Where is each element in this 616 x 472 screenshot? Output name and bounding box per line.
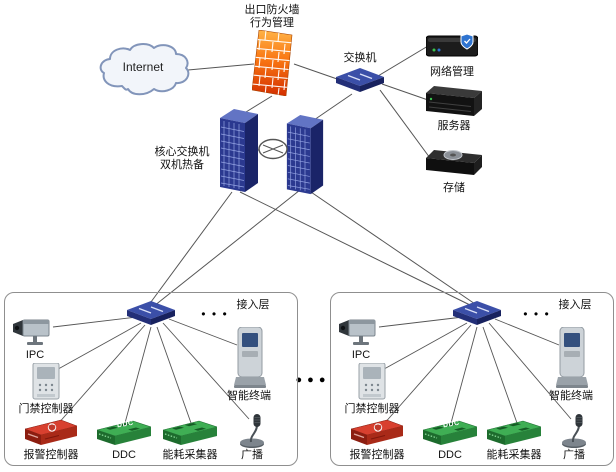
network-management-icon <box>426 30 478 62</box>
ddc-icon: DDC <box>423 417 477 449</box>
access-switch-icon <box>453 301 501 329</box>
core-switch-label-line2: 双机热备 <box>160 159 204 171</box>
ddc-icon: DDC <box>97 417 151 449</box>
alarm-controller-label: 报警控制器 <box>349 449 405 461</box>
ipc-label: IPC <box>351 349 371 361</box>
energy-collector-icon <box>487 417 541 449</box>
switch-label: 交换机 <box>343 52 377 64</box>
firewall-label: 出口防火墙 行为管理 <box>226 4 318 30</box>
energy-collector-label: 能耗采集器 <box>162 449 218 461</box>
core-switch-label: 核心交换机 双机热备 <box>144 146 220 172</box>
smart-terminal-icon <box>233 327 267 389</box>
energy-collector-label: 能耗采集器 <box>486 449 542 461</box>
ddc-label: DDC <box>438 449 462 461</box>
energy-collector-icon <box>163 417 217 449</box>
access-layer-group-1: 接入层 ● ● ● IPC 智能终端 门禁控制器 报警控制器 DDC DDC 能… <box>4 292 298 466</box>
door-controller-label: 门禁控制器 <box>18 403 74 415</box>
access-switch-icon <box>127 301 175 329</box>
broadcast-mic-icon <box>559 411 589 449</box>
firewall-label-line2: 行为管理 <box>250 17 294 29</box>
broadcast-label: 广播 <box>563 449 585 461</box>
switch-icon <box>336 68 384 96</box>
door-controller-label: 门禁控制器 <box>344 403 400 415</box>
firewall-icon <box>252 30 294 96</box>
ha-link-icon <box>257 137 289 161</box>
alarm-controller-label: 报警控制器 <box>23 449 79 461</box>
access-layer-group-2: 接入层 ● ● ● IPC 智能终端 门禁控制器 报警控制器 DDC DDC 能… <box>330 292 614 466</box>
core-switch-1-icon <box>218 108 260 194</box>
ipc-camera-icon <box>13 315 57 347</box>
ipc-label: IPC <box>25 349 45 361</box>
firewall-label-line1: 出口防火墙 <box>244 4 300 16</box>
network-management-label: 网络管理 <box>430 66 474 78</box>
alarm-controller-icon <box>25 417 77 449</box>
storage-label: 存储 <box>443 182 465 194</box>
internet-label: Internet <box>122 60 164 74</box>
more-devices-dots: ● ● ● <box>523 309 551 318</box>
storage-icon <box>426 144 482 180</box>
core-switch-2-icon <box>284 114 326 196</box>
group-separator-dots: ● ● ● <box>295 374 327 386</box>
ddc-label: DDC <box>112 449 136 461</box>
alarm-controller-icon <box>351 417 403 449</box>
access-layer-label: 接入层 <box>558 299 592 311</box>
ipc-camera-icon <box>339 315 383 347</box>
more-devices-dots: ● ● ● <box>201 309 229 318</box>
smart-terminal-icon <box>555 327 589 389</box>
door-controller-icon <box>31 363 61 403</box>
broadcast-label: 广播 <box>241 449 263 461</box>
server-icon <box>426 86 482 118</box>
access-layer-label: 接入层 <box>236 299 270 311</box>
smart-terminal-label: 智能终端 <box>549 390 593 402</box>
smart-terminal-label: 智能终端 <box>227 390 271 402</box>
core-switch-label-line1: 核心交换机 <box>154 146 210 158</box>
broadcast-mic-icon <box>237 411 267 449</box>
door-controller-icon <box>357 363 387 403</box>
server-label: 服务器 <box>437 120 471 132</box>
